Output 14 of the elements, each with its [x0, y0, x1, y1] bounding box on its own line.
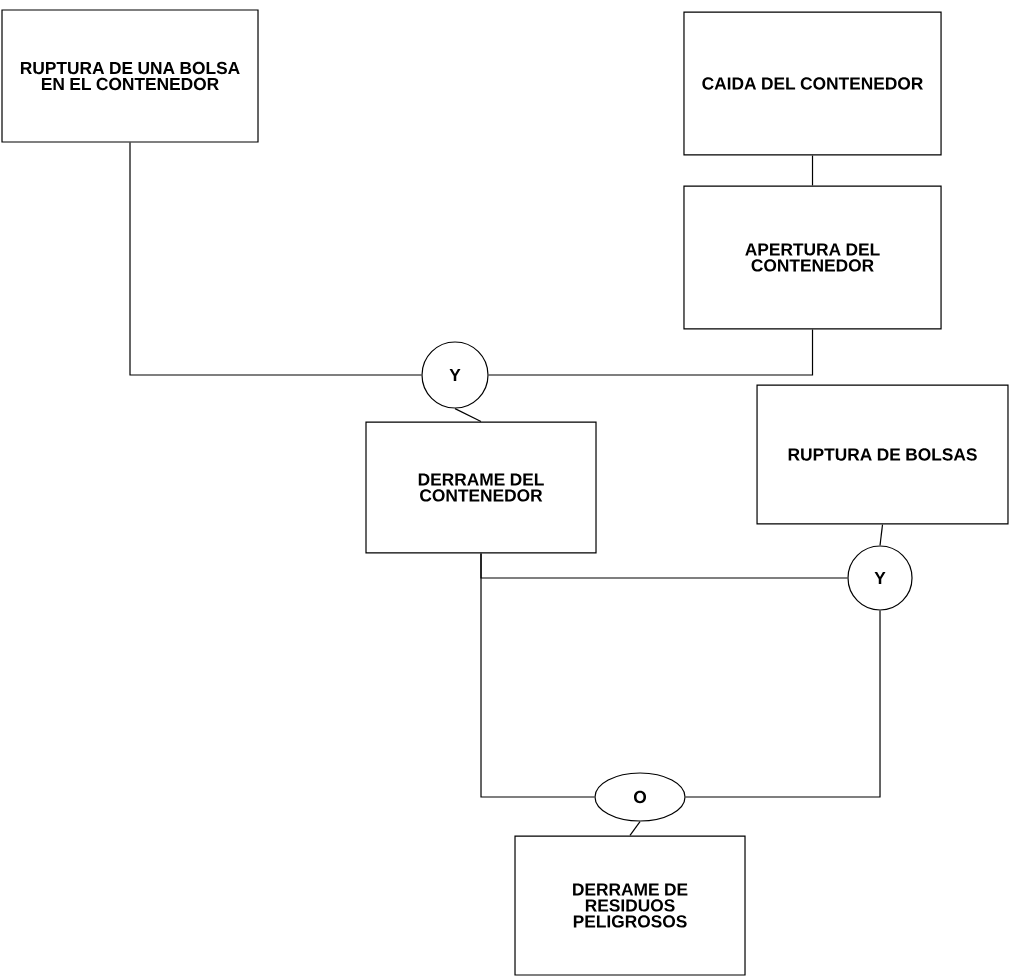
event-box: APERTURA DEL CONTENEDOR [683, 185, 942, 330]
or-gate-oval: O [594, 772, 686, 822]
event-box: DERRAME DE RESIDUOS PELIGROSOS [514, 835, 746, 976]
connector-line [129, 142, 422, 376]
connector-line [480, 553, 595, 798]
event-box: RUPTURA DE UNA BOLSA EN EL CONTENEDOR [1, 9, 259, 143]
connector-line [811, 154, 814, 187]
connector-line [685, 610, 881, 798]
connector-line [879, 523, 884, 546]
event-box: DERRAME DEL CONTENEDOR [365, 421, 597, 554]
connector-line [629, 821, 641, 837]
connector-line [488, 328, 814, 376]
event-box: RUPTURA DE BOLSAS [756, 384, 1009, 525]
event-box: CAIDA DEL CONTENEDOR [683, 11, 942, 156]
